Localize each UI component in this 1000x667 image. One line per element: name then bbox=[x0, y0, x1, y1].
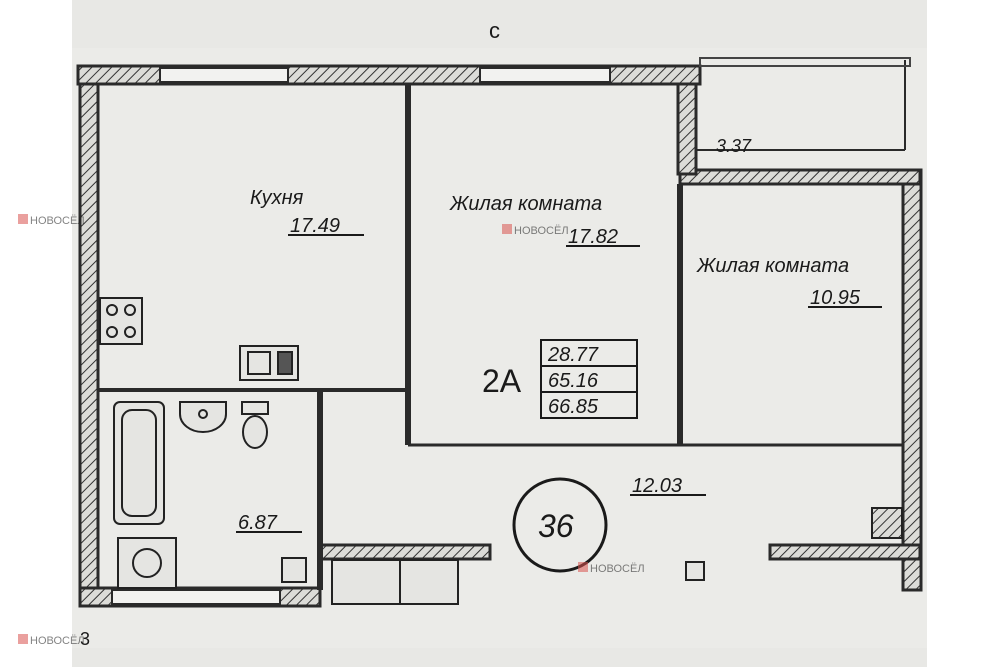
watermark-logo-icon bbox=[18, 214, 28, 224]
living-room-1-area: 17.82 bbox=[568, 226, 618, 248]
edge-mark: 3 bbox=[80, 629, 90, 649]
apartment-type: 2A bbox=[482, 363, 522, 399]
sink-icon bbox=[239, 345, 299, 381]
watermark-logo-icon bbox=[578, 562, 588, 572]
wardrobe-icon bbox=[331, 559, 459, 605]
wall-bottom-right bbox=[768, 543, 922, 561]
living-room-2-label: Жилая комната bbox=[696, 255, 849, 277]
boiler-icon bbox=[281, 557, 307, 583]
watermark-3: НОВОСЁЛ bbox=[590, 563, 645, 575]
hallway-area: 12.03 bbox=[632, 475, 682, 497]
washbasin-icon bbox=[179, 401, 227, 433]
watermarks: НОВОСЁЛ НОВОСЁЛ НОВОСЁЛ НОВОСЁЛ bbox=[18, 214, 645, 647]
bathtub-icon bbox=[113, 401, 165, 525]
living-room-2-area: 10.95 bbox=[810, 287, 861, 309]
orientation-mark: c bbox=[489, 18, 500, 43]
watermark-1: НОВОСЁЛ bbox=[30, 215, 85, 227]
kitchen-label: Кухня bbox=[250, 187, 304, 209]
windows bbox=[111, 67, 611, 605]
washing-machine-icon bbox=[117, 537, 177, 589]
watermark-2: НОВОСЁЛ bbox=[514, 225, 569, 237]
window-kitchen bbox=[159, 67, 289, 83]
window-living-1 bbox=[479, 67, 611, 83]
watermark-4: НОВОСЁЛ bbox=[30, 635, 85, 647]
total-area-value: 65.16 bbox=[548, 370, 599, 392]
apartment-number: 36 bbox=[538, 508, 574, 544]
balcony-rail bbox=[699, 57, 911, 67]
balcony-outline bbox=[699, 57, 911, 67]
wall-right-upper bbox=[676, 82, 698, 176]
column-icon bbox=[685, 561, 705, 581]
bathroom-area: 6.87 bbox=[238, 512, 278, 534]
area-boxes bbox=[540, 339, 638, 419]
apartment-number-circle bbox=[512, 477, 608, 573]
toilet-icon bbox=[241, 401, 269, 449]
partitions bbox=[98, 60, 906, 590]
living-room-1-label: Жилая комната bbox=[449, 193, 602, 215]
area-underlines bbox=[236, 234, 882, 533]
wall-top-right bbox=[678, 168, 922, 186]
stove-icon bbox=[99, 297, 143, 345]
riser-icon bbox=[871, 507, 903, 539]
kitchen-area: 17.49 bbox=[290, 215, 340, 237]
watermark-logo-icon bbox=[502, 224, 512, 234]
balcony-area: 3.37 bbox=[716, 136, 752, 156]
wall-right-main bbox=[901, 168, 923, 592]
wall-left bbox=[78, 82, 100, 606]
watermark-logo-icon bbox=[18, 634, 28, 644]
living-area-value: 28.77 bbox=[547, 344, 599, 366]
total-with-balcony-value: 66.85 bbox=[548, 396, 599, 418]
window-bottom bbox=[111, 589, 281, 605]
wall-bottom-mid bbox=[318, 543, 492, 561]
